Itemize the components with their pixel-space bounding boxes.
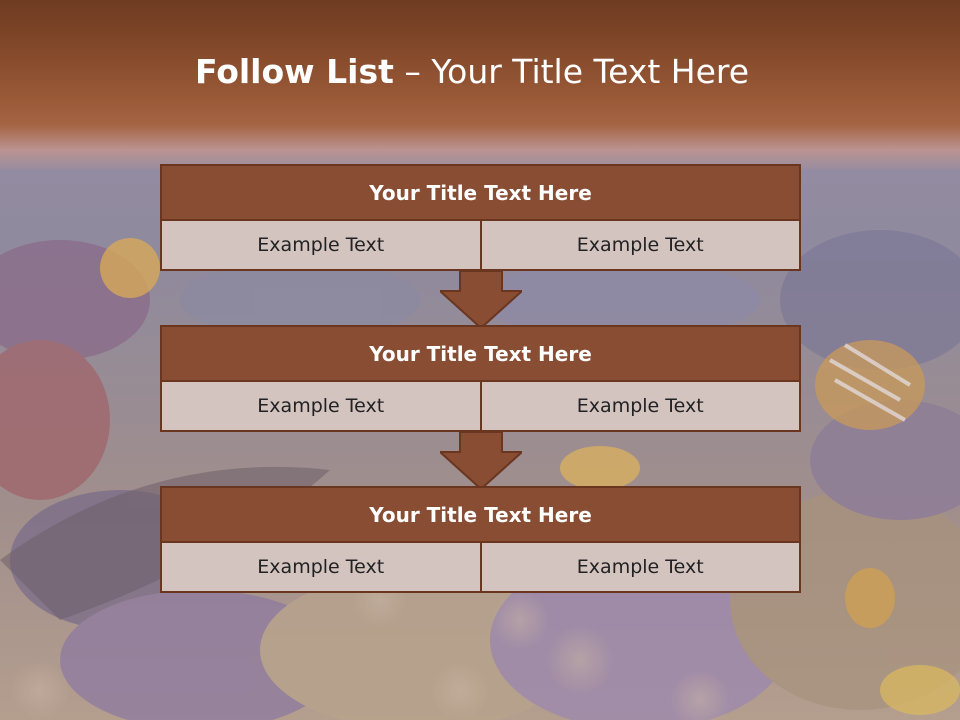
follow-block-2: Your Title Text Here Example Text Exampl… [160,325,801,432]
block-right-text: Example Text [481,543,801,593]
block-right-text: Example Text [481,221,801,271]
slide-title: Follow List – Your Title Text Here [0,52,944,91]
slide-title-bold: Follow List [194,52,394,91]
follow-block-1: Your Title Text Here Example Text Exampl… [160,164,801,271]
follow-block-3: Your Title Text Here Example Text Exampl… [160,486,801,593]
block-text-row: Example Text Example Text [160,543,801,593]
down-arrow-icon [440,271,522,328]
block-title: Your Title Text Here [160,486,801,543]
block-left-text: Example Text [160,221,482,271]
block-title: Your Title Text Here [160,325,801,382]
block-left-text: Example Text [160,543,482,593]
block-text-row: Example Text Example Text [160,382,801,432]
block-right-text: Example Text [481,382,801,432]
title-band [0,0,960,170]
block-left-text: Example Text [160,382,482,432]
block-text-row: Example Text Example Text [160,221,801,271]
down-arrow-icon [440,432,522,489]
slide-title-rest: – Your Title Text Here [393,52,750,91]
block-title: Your Title Text Here [160,164,801,221]
